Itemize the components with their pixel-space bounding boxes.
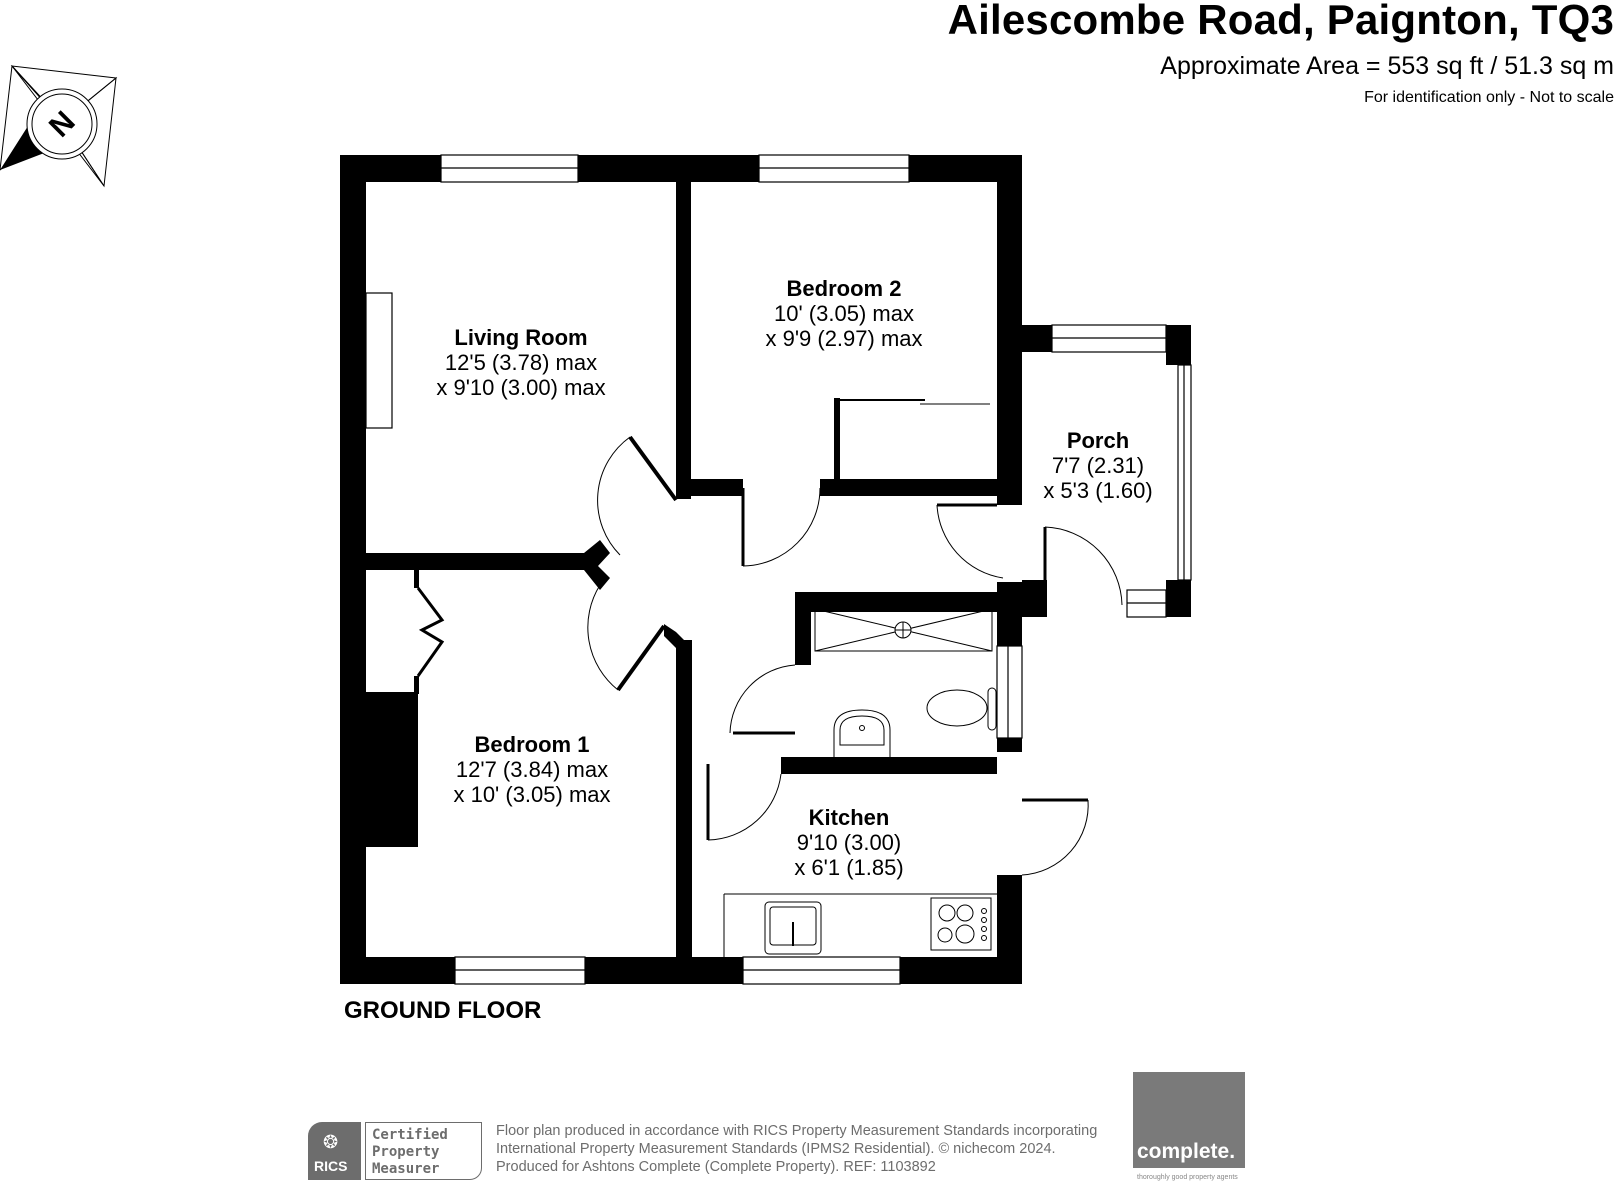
toilet-icon	[926, 687, 997, 731]
shower-tray-icon	[814, 608, 993, 652]
badge-line: Certified	[372, 1127, 448, 1143]
badge-line: Measurer	[372, 1161, 440, 1177]
room-dimension: x 6'1 (1.85)	[794, 855, 904, 880]
rics-badge-text: Certified Property Measurer	[365, 1122, 482, 1180]
room-name: Living Room	[454, 325, 588, 350]
room-dimension: 9'10 (3.00)	[796, 830, 902, 855]
room-name: Kitchen	[808, 805, 890, 830]
rics-certified-badge: ❂ RICS Certified Property Measurer	[308, 1122, 484, 1182]
room-living-room: Living Room 12'5 (3.78) max x 9'10 (3.00…	[436, 325, 605, 400]
kitchen-worktop	[723, 893, 997, 957]
compass-north-icon: N	[0, 64, 118, 188]
property-title: Ailescombe Road, Paignton, TQ3	[947, 0, 1614, 43]
room-bedroom-2: Bedroom 2 10' (3.05) max x 9'9 (2.97) ma…	[765, 276, 922, 351]
rics-logo-text: RICS	[314, 1158, 348, 1174]
room-dimension: 10' (3.05) max	[774, 301, 914, 326]
floor-label: GROUND FLOOR	[344, 997, 542, 1024]
room-dimension: x 9'10 (3.00) max	[436, 375, 606, 400]
room-dimension: 12'5 (3.78) max	[444, 350, 598, 375]
scale-disclaimer: For identification only - Not to scale	[1364, 89, 1614, 106]
room-name: Porch	[1066, 428, 1130, 453]
room-porch: Porch 7'7 (2.31) x 5'3 (1.60)	[1043, 428, 1152, 503]
room-dimension: 7'7 (2.31)	[1051, 453, 1145, 478]
statement-line: International Property Measurement Stand…	[496, 1141, 1056, 1157]
room-kitchen: Kitchen 9'10 (3.00) x 6'1 (1.85)	[794, 805, 903, 880]
chimney-breast	[365, 292, 393, 429]
badge-line: Property	[372, 1144, 440, 1160]
agent-logo-box: complete.	[1133, 1072, 1245, 1168]
room-bedroom-1: Bedroom 1 12'7 (3.84) max x 10' (3.05) m…	[453, 732, 610, 807]
agent-tagline: thoroughly good property agents	[1137, 1174, 1238, 1181]
room-dimension: x 10' (3.05) max	[453, 782, 611, 807]
hob-icon	[930, 897, 992, 951]
kitchen-sink-icon	[764, 901, 822, 955]
measurement-statement: Floor plan produced in accordance with R…	[496, 1122, 1097, 1176]
agent-name: complete.	[1137, 1140, 1236, 1163]
room-dimension: 12'7 (3.84) max	[455, 757, 609, 782]
room-name: Bedroom 2	[786, 276, 902, 301]
approximate-area: Approximate Area = 553 sq ft / 51.3 sq m	[1160, 52, 1614, 80]
rics-lion-icon: ❂	[323, 1132, 339, 1152]
rics-logo: ❂ RICS	[308, 1122, 361, 1180]
room-name: Bedroom 1	[474, 732, 590, 757]
room-dimension: x 9'9 (2.97) max	[765, 326, 923, 351]
room-dimension: x 5'3 (1.60)	[1043, 478, 1153, 503]
doors	[416, 399, 1123, 876]
basin-icon	[833, 709, 891, 757]
agent-logo: complete. thoroughly good property agent…	[1133, 1072, 1245, 1184]
statement-line: Floor plan produced in accordance with R…	[496, 1123, 1098, 1139]
statement-line: Produced for Ashtons Complete (Complete …	[496, 1159, 936, 1175]
windows	[440, 154, 1192, 985]
